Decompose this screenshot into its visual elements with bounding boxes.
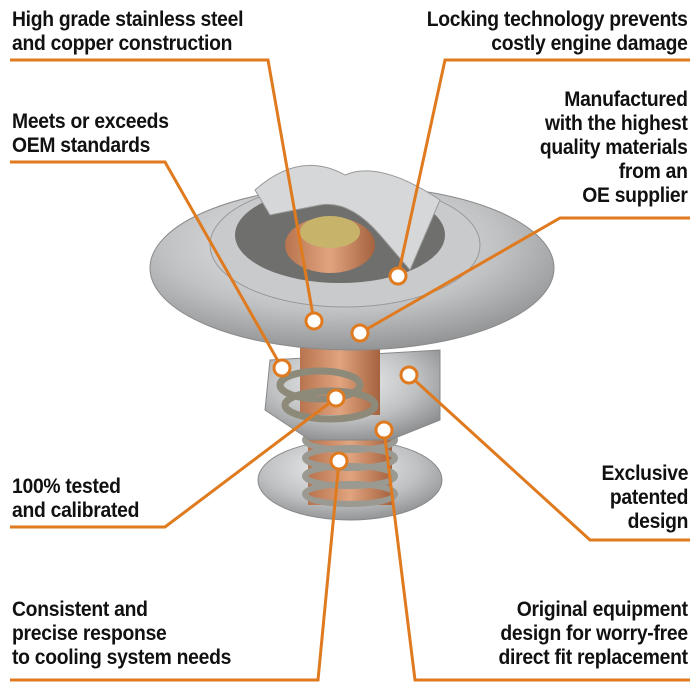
- callout-locking: Locking technology prevents costly engin…: [427, 8, 688, 55]
- leader-line-locking: [396, 58, 690, 277]
- callout-supplier: Manufactured with the highest quality ma…: [540, 88, 688, 207]
- leader-line-fit: [382, 429, 690, 682]
- callout-materials: High grade stainless steel and copper co…: [12, 8, 244, 55]
- thermostat-body: [149, 164, 555, 521]
- callout-patented: Exclusive patented design: [601, 462, 688, 533]
- leader-line-materials: [10, 58, 316, 322]
- leader-lines: [10, 58, 690, 682]
- callout-oem: Meets or exceeds OEM standards: [12, 110, 169, 157]
- leader-line-response: [10, 460, 341, 682]
- leader-line-oem: [10, 160, 284, 369]
- marker-dot-materials: [304, 311, 324, 331]
- callout-markers: [272, 266, 419, 471]
- callout-response: Consistent and precise response to cooli…: [12, 598, 232, 669]
- marker-dot-oem: [272, 358, 292, 378]
- callout-fit: Original equipment design for worry-free…: [498, 598, 689, 669]
- marker-dot-patented: [399, 365, 419, 385]
- marker-dot-tested: [326, 388, 346, 408]
- marker-dot-fit: [374, 420, 394, 440]
- marker-dot-response: [329, 451, 349, 471]
- marker-dot-supplier: [350, 323, 370, 343]
- callout-tested: 100% tested and calibrated: [12, 475, 140, 522]
- marker-dot-locking: [388, 266, 408, 286]
- leader-line-patented: [407, 373, 690, 542]
- leader-line-tested: [10, 396, 337, 529]
- leader-line-supplier: [359, 216, 690, 335]
